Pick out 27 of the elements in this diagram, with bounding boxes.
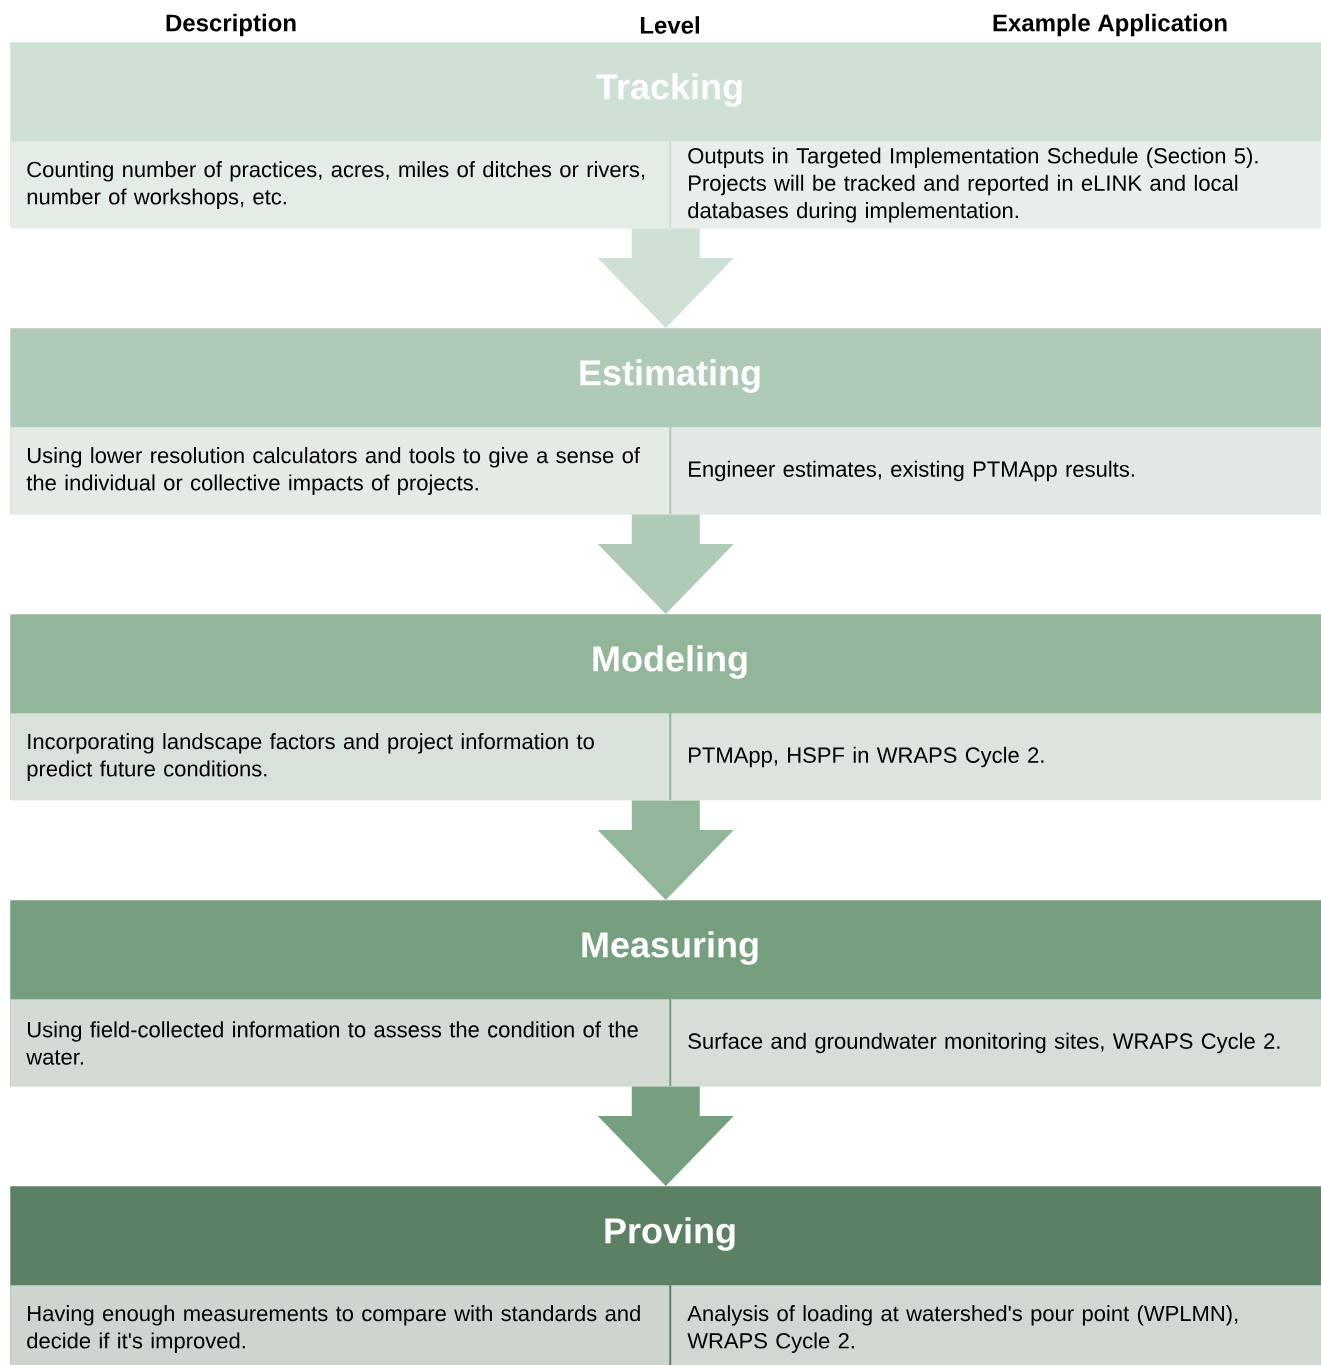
node-label: Counting number of practices, acres, miles of ditches or rivers, number of workshops, etc.	[27, 161, 645, 209]
text-cell: Incorporating landscape factors and project information to predict future conditions.	[10, 713, 670, 801]
node-label: Surface and groundwater monitoring sites, WRAPS Cycle 2.	[688, 1032, 1280, 1054]
text-cell: Using field-collected information to assess the condition of the water.	[10, 999, 670, 1087]
column-header: Level	[640, 16, 699, 34]
node-label: Analysis of loading at watershed's pour point (WPLMN), WRAPS Cycle 2.	[687, 1305, 1238, 1353]
node-label: Using field-collected information to assess the condition of the water.	[26, 1021, 638, 1065]
block-arrow	[597, 514, 734, 614]
node-label: Engineer estimates, existing PTMApp results.	[689, 460, 1134, 482]
text-cell: Engineer estimates, existing PTMApp results.	[671, 427, 1321, 515]
node-label: Having enough measurements to compare with standards and decide if it's improved.	[27, 1305, 640, 1353]
text-cell: PTMApp, HSPF in WRAPS Cycle 2.	[671, 713, 1321, 801]
text-cell: Surface and groundwater monitoring sites, WRAPS Cycle 2.	[671, 999, 1321, 1087]
block-arrow	[597, 1086, 734, 1186]
text-cell: Analysis of loading at watershed's pour point (WPLMN), WRAPS Cycle 2.	[671, 1285, 1321, 1365]
block-arrow	[597, 800, 734, 900]
text-cell: Using lower resolution calculators and tools to give a sense of the individual or collective impacts of projects.	[10, 427, 670, 515]
column-header: Description	[166, 13, 296, 37]
node-label: Incorporating landscape factors and project information to predict future conditions.	[27, 733, 594, 781]
column-header: Example Application	[993, 13, 1227, 37]
node-label: Using lower resolution calculators and tools to give a sense of the individual or collective impacts of projects.	[26, 447, 641, 495]
text-cell: Having enough measurements to compare with standards and decide if it's improved.	[10, 1285, 670, 1365]
block-arrow	[597, 228, 734, 328]
node-label: PTMApp, HSPF in WRAPS Cycle 2.	[689, 746, 1044, 768]
text-cell: Counting number of practices, acres, miles of ditches or rivers, number of workshops, etc.	[10, 141, 670, 229]
node-label: Outputs in Targeted Implementation Schedule (Section 5). Projects will be tracked and reported in eLINK and local databases during implementation.	[688, 147, 1258, 223]
text-cell: Outputs in Targeted Implementation Schedule (Section 5). Projects will be tracked and reported in eLINK and local databases during implementation.	[671, 141, 1321, 229]
